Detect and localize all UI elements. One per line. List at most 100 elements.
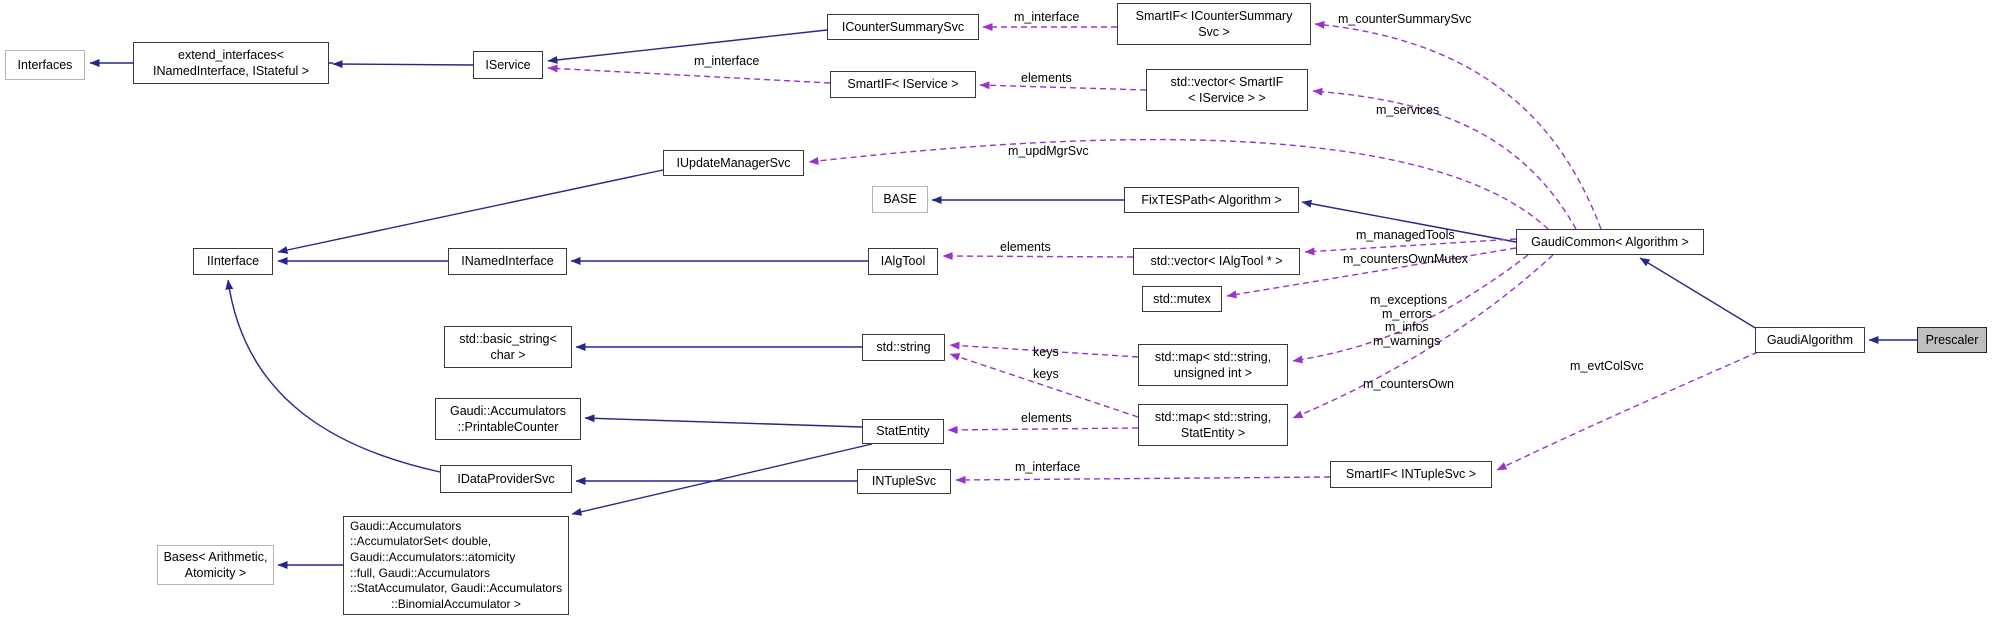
node-statentity[interactable]: StatEntity bbox=[862, 419, 944, 444]
node-label: SmartIF< ICounterSummary bbox=[1135, 8, 1293, 23]
node-label: Gaudi::Accumulators::atomicity bbox=[350, 549, 516, 564]
edge-label-m-interface: m_interface bbox=[1014, 10, 1080, 24]
node-intuplesvc[interactable]: INTupleSvc bbox=[857, 469, 951, 494]
node-label: char > bbox=[490, 348, 526, 362]
node-label: Gaudi::Accumulators bbox=[350, 518, 462, 533]
node-label: std::vector< IAlgTool * > bbox=[1150, 254, 1283, 269]
node-map-string-uint[interactable]: std::map< std::string,unsigned int > bbox=[1138, 344, 1288, 386]
edge-statentity-printablecounter bbox=[584, 414, 863, 428]
node-iinterface[interactable]: IInterface bbox=[193, 248, 273, 275]
node-label: ::AccumulatorSet< double, bbox=[350, 534, 492, 549]
edge-label-m-infos: m_infos bbox=[1385, 320, 1429, 334]
edge-label-m-countersownmutex: m_countersOwnMutex bbox=[1343, 252, 1469, 266]
edge-keys-map-statentity bbox=[949, 353, 1139, 418]
node-label: ::PrintableCounter bbox=[457, 420, 559, 434]
node-label: std::string bbox=[876, 340, 931, 355]
edge-label-m-updmgrsvc: m_updMgrSvc bbox=[1008, 144, 1089, 158]
node-smartif-iservice[interactable]: SmartIF< IService > bbox=[830, 71, 976, 98]
node-label: StatEntity > bbox=[1180, 426, 1246, 440]
node-label: std::vector< SmartIF bbox=[1170, 74, 1284, 89]
edge-m-exceptions-errors-infos-warnings bbox=[1292, 254, 1529, 364]
edge-iupdatemanagersvc-iinterface bbox=[277, 169, 664, 254]
edge-label-elements: elements bbox=[1000, 240, 1051, 254]
node-std-string[interactable]: std::string bbox=[862, 334, 945, 361]
edge-label-keys: keys bbox=[1033, 345, 1059, 359]
node-label: IUpdateManagerSvc bbox=[676, 155, 791, 170]
node-gaudialgorithm[interactable]: GaudiAlgorithm bbox=[1755, 327, 1865, 353]
node-label: GaudiCommon< Algorithm > bbox=[1531, 234, 1689, 249]
node-label: std::mutex bbox=[1153, 291, 1211, 306]
edge-label-m-exceptions: m_exceptions bbox=[1370, 293, 1448, 307]
node-label: SmartIF< IService > bbox=[847, 77, 959, 92]
node-label: < IService > > bbox=[1188, 91, 1266, 105]
node-label: IService bbox=[485, 57, 531, 72]
node-bases-arithmetic-atomicity: Bases< Arithmetic, Atomicity > bbox=[157, 545, 274, 585]
edge-m-countersown bbox=[1292, 254, 1554, 419]
edge-icountersummarysvc-iservice bbox=[547, 29, 828, 64]
node-accumulatorset[interactable]: Gaudi::Accumulators::AccumulatorSet< dou… bbox=[343, 516, 569, 615]
edge-keys-map-uint bbox=[949, 341, 1139, 358]
node-label: INTupleSvc bbox=[871, 474, 937, 489]
edge-elements-ialgtool bbox=[942, 252, 1134, 261]
node-interfaces: Interfaces bbox=[5, 50, 85, 80]
edge-label-m-interface: m_interface bbox=[1015, 460, 1081, 474]
edge-statentity-accumulatorset bbox=[571, 443, 873, 516]
edge-label-m-evtcolsvc: m_evtColSvc bbox=[1570, 359, 1644, 373]
node-vector-ialgtool[interactable]: std::vector< IAlgTool * > bbox=[1133, 248, 1300, 275]
node-label: INamedInterface, IStateful > bbox=[153, 64, 309, 78]
node-label: IAlgTool bbox=[880, 254, 926, 269]
edge-elements-statentity bbox=[947, 425, 1139, 434]
node-gaudicommon-algorithm[interactable]: GaudiCommon< Algorithm > bbox=[1516, 229, 1704, 255]
node-label: ICounterSummarySvc bbox=[841, 19, 965, 34]
edge-label-elements: elements bbox=[1021, 71, 1072, 85]
node-ialgtool[interactable]: IAlgTool bbox=[868, 248, 938, 275]
node-label: StatEntity bbox=[876, 424, 930, 439]
node-label: std::map< std::string, bbox=[1154, 349, 1272, 364]
node-label: Gaudi::Accumulators bbox=[449, 403, 567, 418]
edge-m-updmgrsvc bbox=[808, 138, 1549, 230]
edge-label-m-warnings: m_warnings bbox=[1373, 334, 1441, 348]
node-map-string-statentity[interactable]: std::map< std::string,StatEntity > bbox=[1138, 404, 1288, 446]
edge-iservice-extendinterfaces bbox=[332, 60, 474, 69]
node-label: std::basic_string< bbox=[459, 331, 557, 346]
node-std-basic-string[interactable]: std::basic_string<char > bbox=[444, 326, 572, 368]
edge-m-evtcolsvc bbox=[1496, 351, 1759, 471]
edge-label-m-countersown: m_countersOwn bbox=[1363, 377, 1455, 391]
node-idataprovidersvc[interactable]: IDataProviderSvc bbox=[440, 465, 572, 493]
node-label: ::StatAccumulator, Gaudi::Accumulators bbox=[350, 581, 563, 596]
edge-label-elements: elements bbox=[1021, 411, 1072, 425]
node-fixtespath-algorithm[interactable]: FixTESPath< Algorithm > bbox=[1124, 187, 1299, 213]
node-label: ::full, Gaudi::Accumulators bbox=[350, 565, 491, 580]
node-printablecounter[interactable]: Gaudi::Accumulators::PrintableCounter bbox=[435, 398, 581, 440]
node-extend-interfaces[interactable]: extend_interfaces< INamedInterface, IStat… bbox=[133, 42, 329, 84]
node-vector-smartif-iservice[interactable]: std::vector< SmartIF< IService > > bbox=[1146, 69, 1308, 111]
edge-label-m-managedtools: m_managedTools bbox=[1356, 228, 1455, 242]
node-label: Atomicity > bbox=[184, 566, 247, 580]
edge-label-keys: keys bbox=[1033, 367, 1059, 381]
node-icountersummarysvc[interactable]: ICounterSummarySvc bbox=[827, 14, 979, 40]
node-iservice[interactable]: IService bbox=[473, 51, 543, 79]
node-smartif-intuplesvc[interactable]: SmartIF< INTupleSvc > bbox=[1330, 461, 1492, 488]
node-label: Svc > bbox=[1198, 25, 1230, 39]
node-base: BASE bbox=[872, 186, 928, 213]
node-std-mutex[interactable]: std::mutex bbox=[1142, 286, 1222, 312]
node-label: Bases< Arithmetic, bbox=[163, 549, 268, 564]
node-label: Prescaler bbox=[1925, 332, 1979, 347]
node-label: ::BinomialAccumulator > bbox=[391, 596, 521, 611]
node-label: INamedInterface bbox=[461, 254, 554, 269]
node-inamedinterface[interactable]: INamedInterface bbox=[448, 248, 567, 275]
node-iupdatemanagersvc[interactable]: IUpdateManagerSvc bbox=[663, 150, 804, 176]
edge-gaudialgorithm-gaudicommon bbox=[1639, 257, 1758, 330]
edge-idataprovidersvc-iinterface bbox=[225, 279, 441, 473]
node-label: IInterface bbox=[206, 254, 260, 269]
edge-label-m-services: m_services bbox=[1376, 103, 1440, 117]
edge-m-interface-intuplesvc bbox=[955, 475, 1331, 484]
edge-label-m-errors: m_errors bbox=[1382, 307, 1433, 321]
edge-label-m-countersummarysvc: m_counterSummarySvc bbox=[1338, 12, 1472, 26]
edge-m-countersownmutex bbox=[1226, 247, 1517, 299]
edge-m-services bbox=[1312, 87, 1577, 230]
node-label: extend_interfaces< bbox=[178, 47, 284, 62]
